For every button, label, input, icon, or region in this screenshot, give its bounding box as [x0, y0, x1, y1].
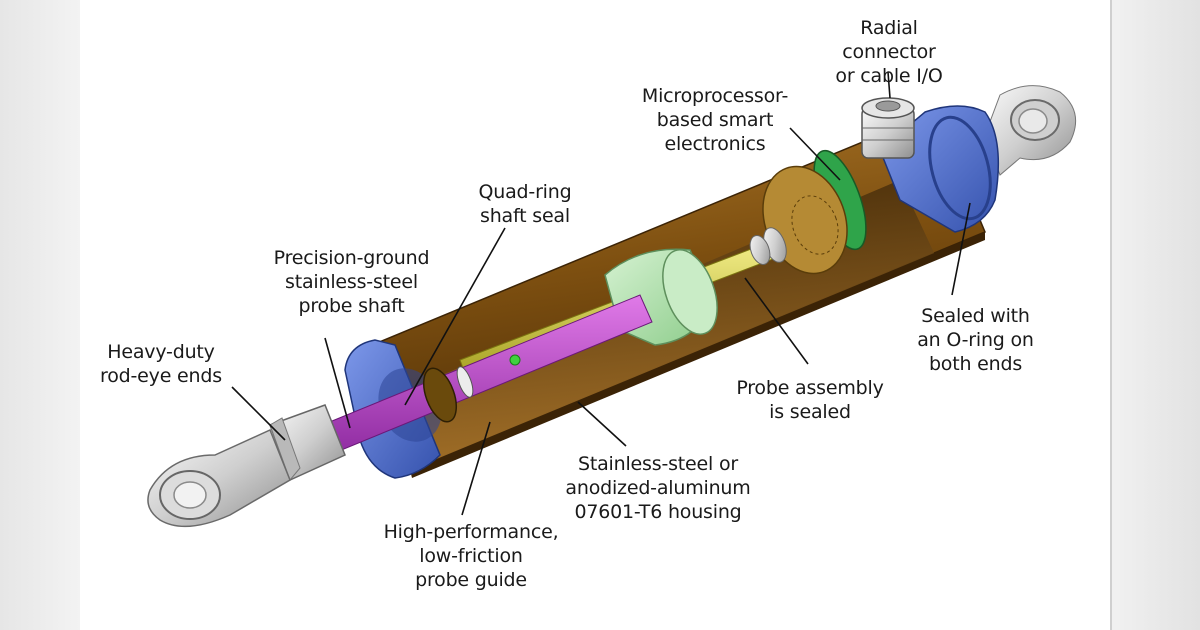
left-background-band	[0, 0, 80, 630]
leader-housing	[577, 401, 627, 447]
label-sealed-oring: Sealed with an O-ring on both ends	[917, 305, 1034, 375]
left-rod-eye	[147, 404, 346, 528]
leader-precision-ground	[324, 337, 351, 429]
label-quad-ring: Quad-ring shaft seal	[478, 181, 572, 227]
label-probe-guide: High-performance, low-friction probe gui…	[383, 521, 559, 591]
leader-radial-connector	[887, 71, 891, 99]
radial-connector	[861, 97, 915, 159]
label-microprocessor: Microprocessor- based smart electronics	[641, 85, 789, 155]
leader-probe-assembly	[744, 277, 809, 365]
label-housing: Stainless-steel or anodized-aluminum 076…	[565, 453, 751, 523]
right-background-band	[1110, 0, 1200, 630]
leader-microprocessor	[789, 127, 841, 181]
leader-sealed-oring	[951, 202, 971, 296]
leader-probe-guide	[461, 421, 491, 516]
label-radial-connector: Radial connector or cable I/O	[835, 17, 943, 87]
right-rod-eye	[984, 85, 1077, 176]
panel-edge	[1110, 0, 1112, 630]
probe-guide	[422, 366, 474, 423]
label-precision-ground: Precision-ground stainless-steel probe s…	[273, 247, 430, 317]
label-probe-assembly: Probe assembly is sealed	[736, 377, 884, 423]
leader-quad-ring	[404, 227, 506, 406]
leader-heavy-duty	[231, 386, 286, 441]
label-heavy-duty: Heavy-duty rod-eye ends	[100, 341, 222, 387]
